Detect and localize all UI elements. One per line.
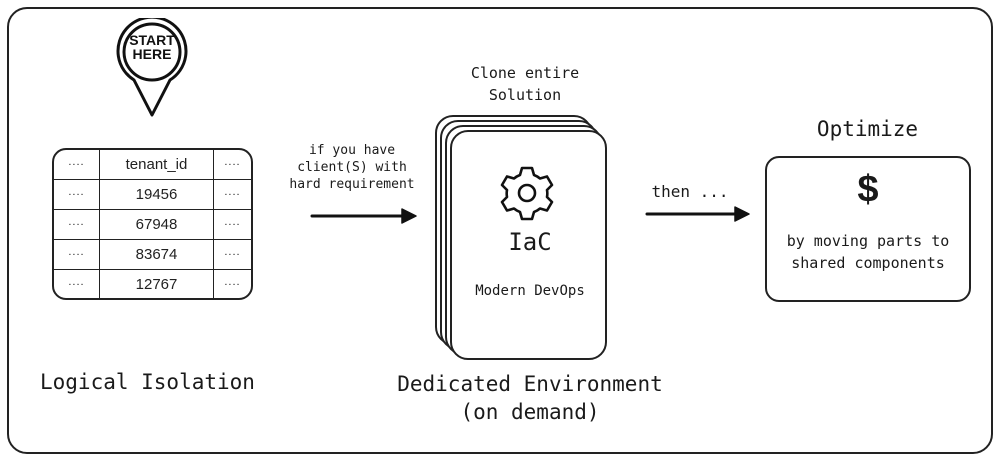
iac-label: IaC — [508, 228, 552, 256]
note-line: client(S) with — [297, 160, 407, 175]
table-row: .... 67948 .... — [54, 210, 251, 240]
table-cell: .... — [224, 245, 241, 258]
arrow-right-icon — [310, 208, 417, 224]
optimize-title: Optimize — [816, 117, 919, 141]
dedicated-environment-label: Dedicated Environment (on demand) — [380, 370, 680, 426]
table-cell: 83674 — [100, 240, 214, 269]
tenant-table: .... tenant_id .... .... 19456 .... ....… — [52, 148, 253, 300]
table-cell: .... — [54, 150, 100, 179]
dollar-icon: $ — [856, 170, 880, 213]
start-here-label: START HERE — [114, 33, 190, 61]
optimize-description: by moving parts to shared components — [765, 230, 971, 274]
description-line: shared components — [791, 254, 945, 272]
table-cell: .... — [224, 155, 241, 168]
label-line: (on demand) — [460, 400, 600, 424]
table-cell: 12767 — [100, 270, 214, 298]
modern-devops-label: Modern DevOps — [475, 283, 585, 299]
table-cell: 19456 — [100, 180, 214, 209]
table-cell: .... — [224, 275, 241, 288]
note-line: Solution — [488, 86, 562, 104]
table-cell: .... — [224, 185, 241, 198]
table-cell: .... — [224, 215, 241, 228]
table-cell: .... — [54, 270, 100, 298]
table-header-row: .... tenant_id .... — [54, 150, 251, 180]
table-cell: .... — [54, 180, 100, 209]
note-line: hard requirement — [289, 177, 415, 192]
table-cell: .... — [54, 240, 100, 269]
note-line: Clone entire — [470, 64, 580, 82]
then-note: then ... — [651, 182, 729, 201]
arrow-right-icon — [645, 206, 750, 222]
table-row: .... 19456 .... — [54, 180, 251, 210]
clone-solution-note: Clone entire Solution — [445, 62, 605, 106]
table-row: .... 12767 .... — [54, 270, 251, 298]
hard-requirement-note: if you have client(S) with hard requirem… — [282, 142, 422, 193]
label-line: Dedicated Environment — [397, 372, 663, 396]
description-line: by moving parts to — [786, 232, 950, 250]
gear-icon — [500, 166, 554, 221]
optimize-box — [765, 156, 971, 302]
tenant-id-header: tenant_id — [100, 150, 214, 179]
logical-isolation-label: Logical Isolation — [40, 370, 255, 394]
table-cell: 67948 — [100, 210, 214, 239]
note-line: if you have — [308, 143, 396, 158]
start-label: START — [129, 32, 175, 48]
table-cell: .... — [54, 210, 100, 239]
table-row: .... 83674 .... — [54, 240, 251, 270]
map-pin-icon — [116, 18, 188, 117]
here-label: HERE — [132, 46, 172, 62]
